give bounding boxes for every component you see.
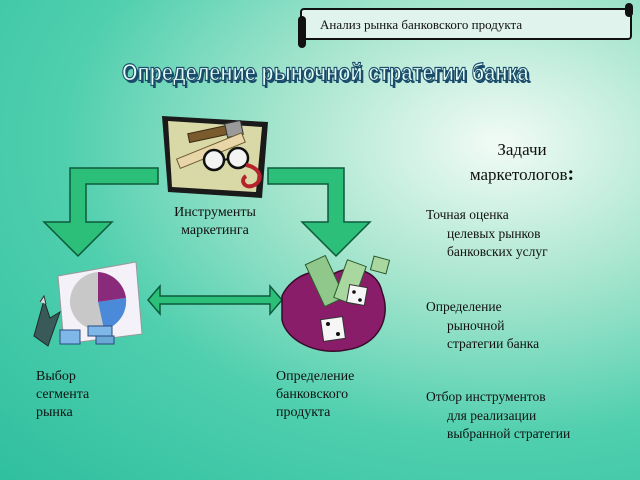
task-text: банковских услуг xyxy=(447,244,548,259)
tasks-title: Задачи маркетологов: xyxy=(452,138,592,187)
task-text: Отбор инструментов xyxy=(426,389,546,404)
segment-label-line: Выбор xyxy=(36,369,76,384)
product-label: Определение банковского продукта xyxy=(276,368,386,422)
task-text: Точная оценка xyxy=(426,207,509,222)
banner-curl-right xyxy=(625,3,633,17)
money-dice-icon xyxy=(281,254,391,352)
banner-text: Анализ рынка банковского продукта xyxy=(320,17,523,32)
pie-chart-icon xyxy=(33,261,143,347)
header-banner: Анализ рынка банковского продукта xyxy=(298,3,633,48)
task-item: Точная оценка целевых рынков банковских … xyxy=(425,206,625,261)
arrow-to-segment xyxy=(42,167,159,258)
double-arrow xyxy=(147,283,283,317)
tools-label: Инструменты маркетинга xyxy=(160,204,270,240)
tools-label-line: маркетинга xyxy=(181,223,249,238)
task-text: рыночной xyxy=(447,318,505,333)
segment-label: Выбор сегмента рынка xyxy=(36,368,126,422)
tasks-title-line: Задачи xyxy=(497,140,547,159)
tools-label-line: Инструменты xyxy=(174,205,256,220)
segment-label-line: сегмента xyxy=(36,387,90,402)
arrow-to-product xyxy=(267,167,372,258)
hammer-glasses-icon xyxy=(162,116,268,198)
task-text: стратегии банка xyxy=(447,336,540,351)
product-label-line: продукта xyxy=(276,405,331,420)
task-item: Определение рыночной стратегии банка xyxy=(425,298,625,353)
task-text: выбранной стратегии xyxy=(447,426,571,441)
banner-curl-left xyxy=(298,16,306,48)
task-text: целевых рынков xyxy=(447,226,541,241)
segment-label-line: рынка xyxy=(36,405,73,420)
task-item: Отбор инструментов для реализации выбран… xyxy=(425,388,625,443)
task-text: Определение xyxy=(426,299,502,314)
task-text: для реализации xyxy=(447,408,537,423)
product-label-line: Определение xyxy=(276,369,355,384)
product-label-line: банковского xyxy=(276,387,349,402)
tasks-title-colon: : xyxy=(567,163,575,185)
tasks-title-text: маркетологов xyxy=(469,165,568,184)
tasks-title-line: маркетологов: xyxy=(452,162,592,187)
